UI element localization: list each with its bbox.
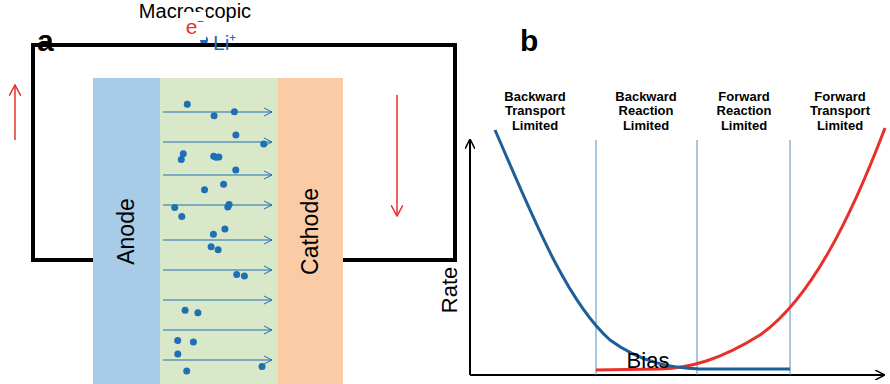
axis-label: Rate [437, 267, 463, 313]
region-divider [697, 140, 698, 375]
current-arrow [14, 86, 16, 140]
region-divider [790, 140, 791, 375]
electron-label: e⁻ [184, 12, 207, 40]
current-arrow [396, 95, 398, 215]
region-header: Backward Reaction Limited [598, 90, 694, 133]
region-header: Forward Reaction Limited [696, 90, 792, 133]
forward-curve [596, 128, 885, 370]
y-axis [469, 140, 471, 375]
panel-letter: b [520, 24, 538, 58]
panel-letter: a [37, 24, 54, 58]
region-divider [596, 140, 597, 375]
electrode-label: Anode [113, 198, 140, 265]
electrolyte [160, 78, 278, 384]
ion-label: Li⁺ [213, 28, 236, 56]
region-header: Backward Transport Limited [487, 90, 583, 133]
cathode-box: Cathode [278, 78, 343, 384]
backward-curve [495, 130, 790, 369]
electrode-label: Cathode [297, 188, 324, 275]
x-axis [470, 374, 884, 376]
axis-label: Bias [627, 348, 670, 374]
region-header: Forward Transport Limited [792, 90, 888, 133]
ion-flow [163, 101, 272, 375]
anode-box: Anode [93, 78, 160, 384]
